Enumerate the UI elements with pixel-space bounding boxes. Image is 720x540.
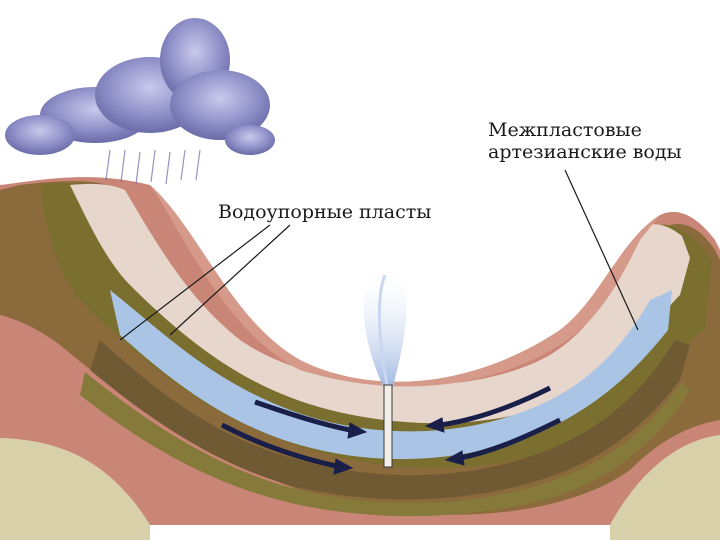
artesian-aquifer-water xyxy=(110,290,672,460)
well-pipe-icon xyxy=(383,384,393,468)
olive-aquitard-lower xyxy=(80,372,690,517)
artesian-label-line2: артезианские воды xyxy=(488,141,682,163)
artesian-label-line1: Межпластовые xyxy=(488,119,642,141)
light-aquifer-outcrop xyxy=(70,183,690,424)
brown-aquitard-lower xyxy=(90,340,690,500)
leader-lines xyxy=(119,169,639,341)
artesian-water-label: Межпластовые артезианские воды xyxy=(488,119,682,163)
aquitard-layers-label: Водоупорные пласты xyxy=(218,201,432,223)
flow-arrow-icon xyxy=(220,385,562,475)
rain-cloud-icon xyxy=(5,18,275,185)
fountain-icon xyxy=(363,274,407,391)
bedrock-layer xyxy=(0,435,720,540)
